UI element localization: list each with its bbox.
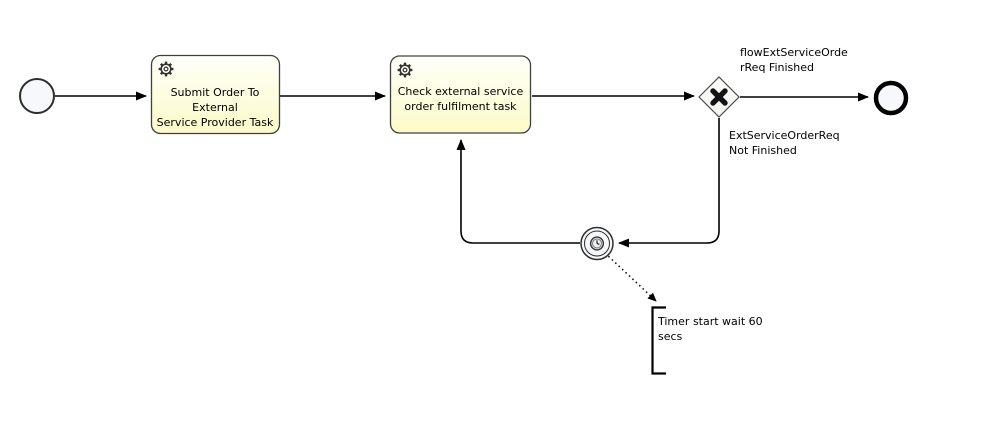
clock-icon	[589, 236, 605, 251]
gateway-x-icon	[710, 88, 728, 106]
service-task-check[interactable]	[389, 55, 532, 134]
gear-icon	[158, 61, 174, 77]
gear-icon	[397, 62, 413, 78]
exclusive-gateway[interactable]	[698, 76, 740, 118]
service-task-submit[interactable]	[150, 54, 281, 135]
end-event[interactable]	[873, 80, 909, 116]
association-timer-to-annotation[interactable]	[604, 252, 657, 302]
task-check-label: Check external service order fulfilment …	[397, 85, 524, 113]
start-event[interactable]	[19, 78, 55, 114]
flow-finished-label: flowExtServiceOrde rReq Finished	[740, 46, 848, 74]
flow-not-finished-label: ExtServiceOrderReq Not Finished	[729, 129, 840, 157]
task-submit-label: Submit Order To External Service Provide…	[156, 86, 274, 129]
text-annotation-bracket[interactable]	[651, 306, 667, 375]
annotation-label: Timer start wait 60 secs	[658, 315, 763, 343]
flow-gateway-to-timer[interactable]	[618, 118, 720, 248]
flow-timer-to-check[interactable]	[456, 139, 580, 244]
timer-intermediate-event[interactable]	[580, 226, 614, 261]
